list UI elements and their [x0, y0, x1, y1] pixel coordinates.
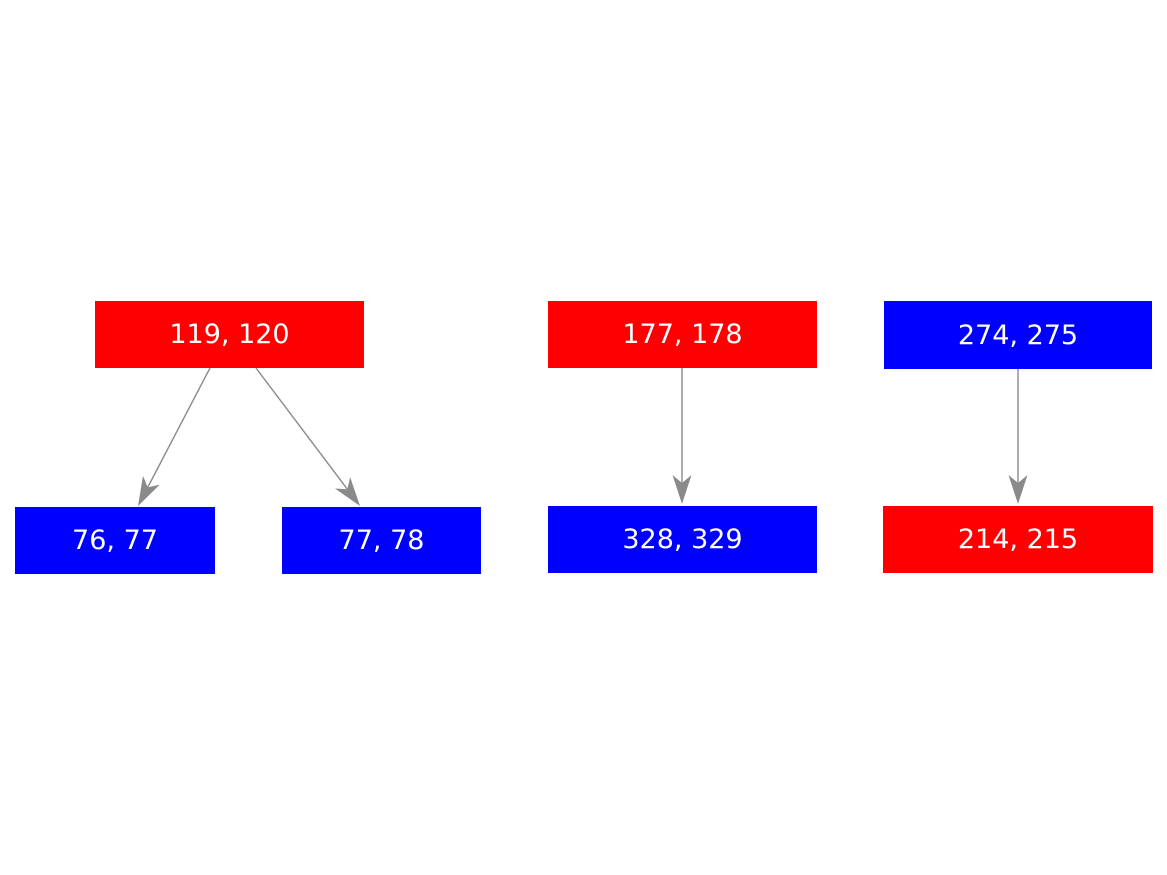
- tree-node: 328, 329: [548, 506, 817, 573]
- tree-node: 77, 78: [282, 507, 481, 574]
- tree-node-label: 119, 120: [169, 319, 290, 350]
- tree-node-label: 177, 178: [622, 319, 743, 350]
- tree-node-label: 274, 275: [957, 319, 1079, 351]
- tree-node-label: 328, 329: [622, 524, 743, 555]
- arrowhead-icon: [1008, 475, 1028, 504]
- tree-node: 214, 215: [883, 506, 1153, 573]
- tree-node-label: 76, 77: [72, 525, 158, 556]
- arrowhead-icon: [672, 475, 692, 504]
- arrowhead-icon: [138, 475, 160, 506]
- tree-node: 177, 178: [548, 301, 817, 368]
- tree-node: 274, 275: [884, 301, 1152, 369]
- edge-line: [147, 367, 211, 488]
- edge-line: [255, 367, 348, 490]
- arrowhead-icon: [334, 477, 360, 506]
- tree-node-label: 214, 215: [957, 524, 1079, 555]
- tree-node: 119, 120: [95, 301, 364, 368]
- tree-node: 76, 77: [15, 507, 215, 574]
- tree-node-label: 77, 78: [338, 525, 425, 556]
